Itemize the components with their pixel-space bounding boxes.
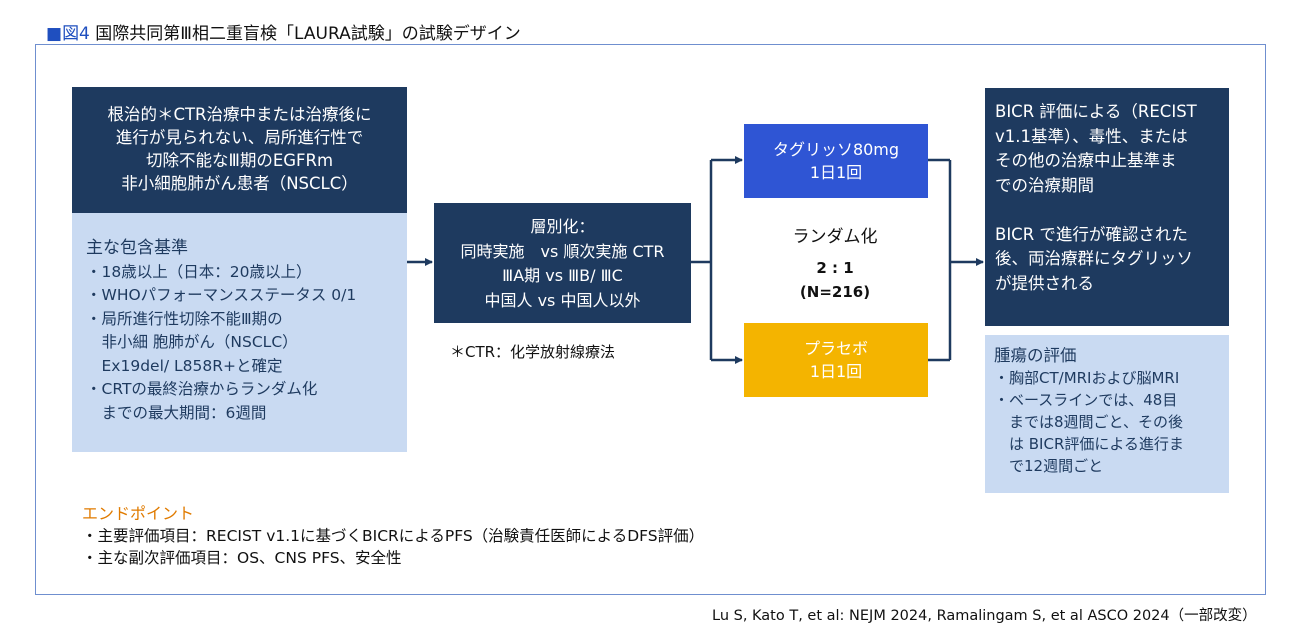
criteria-item: までの最大期間：6週間 <box>86 403 267 422</box>
tumor-item: までは8週間ごと、その後 <box>994 413 1183 431</box>
arm-tagrisso-box: タグリッソ80mg 1日1回 <box>744 124 928 198</box>
criteria-item: ・CRTの最終治療からランダム化 <box>86 380 318 398</box>
source-citation: Lu S, Kato T, et al: NEJM 2024, Ramaling… <box>712 608 1257 624</box>
treatment-duration-box: BICR 評価による（RECIST v1.1基準）、毒性、または その他の治療中… <box>985 88 1229 326</box>
diagram-frame <box>35 44 1266 595</box>
title-text: 国際共同第Ⅲ相二重盲検「LAURA試験」の試験デザイン <box>95 24 521 44</box>
tumor-item: ・胸部CT/MRIおよび脳MRI <box>994 369 1180 387</box>
criteria-heading: 主な包含基準 <box>86 238 188 258</box>
sample-size: (N=216) <box>799 283 871 301</box>
arm-placebo-box: プラセボ 1日1回 <box>744 323 928 397</box>
tumor-item: で12週間ごと <box>994 457 1104 475</box>
title-square-icon: ■ <box>46 24 63 44</box>
ctr-footnote: ＊CTR：化学放射線療法 <box>450 343 616 361</box>
criteria-item: 非小細 胞肺がん（NSCLC） <box>86 333 298 351</box>
figure-title: ■図4 国際共同第Ⅲ相二重盲検「LAURA試験」の試験デザイン <box>46 19 521 44</box>
criteria-item: ・WHOパフォーマンスステータス 0/1 <box>86 286 357 304</box>
tumor-item: ・ベースラインでは、48目 <box>994 391 1178 409</box>
endpoint-item: ・主な副次評価項目：OS、CNS PFS、安全性 <box>82 549 402 567</box>
inclusion-criteria-box: 主な包含基準 ・18歳以上（日本：20歳以上） ・WHOパフォーマンスステータス… <box>72 213 407 452</box>
randomization-ratio: 2 : 1 (N=216) <box>760 256 910 304</box>
randomization-label: ランダム化 <box>792 227 878 247</box>
tumor-heading: 腫瘍の評価 <box>994 346 1077 365</box>
tumor-item: は BICR評価による進行ま <box>994 435 1184 453</box>
patient-population-box: 根治的＊CTR治療中または治療後に 進行が見られない、局所進行性で 切除不能なⅢ… <box>72 87 407 213</box>
endpoints-heading: エンドポイント <box>82 504 195 523</box>
criteria-item: ・18歳以上（日本：20歳以上） <box>86 262 312 281</box>
criteria-item: Ex19del/ L858R+と確定 <box>86 356 283 375</box>
tumor-assessment-box: 腫瘍の評価 ・胸部CT/MRIおよび脳MRI ・ベースラインでは、48目 までは… <box>985 335 1229 493</box>
criteria-item: ・局所進行性切除不能Ⅲ期の <box>86 309 283 328</box>
figure-number: 図4 <box>62 24 90 44</box>
endpoint-item: ・主要評価項目：RECIST v1.1に基づくBICRによるPFS（治験責任医師… <box>82 527 705 545</box>
stratification-box: 層別化： 同時実施 vs 順次実施 CTR ⅢA期 vs ⅢB/ ⅢC 中国人 … <box>434 203 691 323</box>
ratio-value: 2 : 1 <box>816 259 854 277</box>
endpoints-section: エンドポイント ・主要評価項目：RECIST v1.1に基づくBICRによるPF… <box>82 503 704 569</box>
